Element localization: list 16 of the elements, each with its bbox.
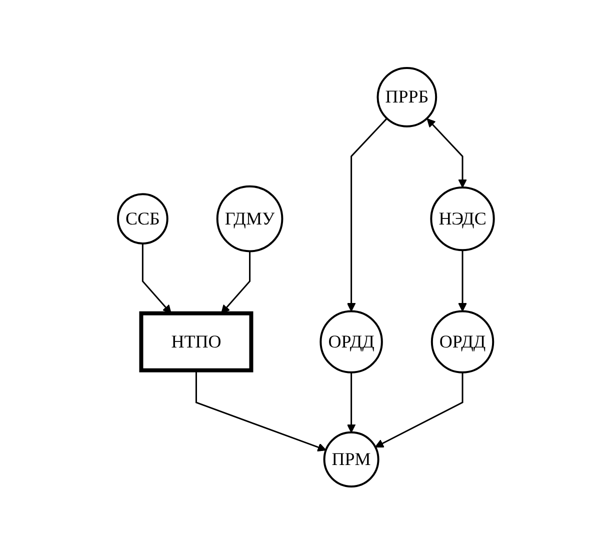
arrow: [458, 250, 467, 312]
node-circle: ГДМУ: [216, 186, 284, 252]
arrow: [221, 252, 251, 314]
arrow: [346, 372, 356, 434]
arrow: [375, 372, 464, 448]
node-circle: НЭДС: [430, 186, 495, 252]
arrow: [196, 370, 326, 452]
node-circle: ПРМ: [323, 432, 380, 488]
node-circle: ОРДД: [430, 310, 494, 374]
arrow: [346, 118, 388, 312]
node-circle: ОРДД: [320, 310, 383, 374]
arrow: [142, 244, 172, 314]
node-circle: ПРРБ: [376, 67, 438, 128]
arrow: [426, 118, 467, 188]
node-circle: ССБ: [117, 193, 168, 245]
node-box: НТПО: [139, 312, 254, 373]
